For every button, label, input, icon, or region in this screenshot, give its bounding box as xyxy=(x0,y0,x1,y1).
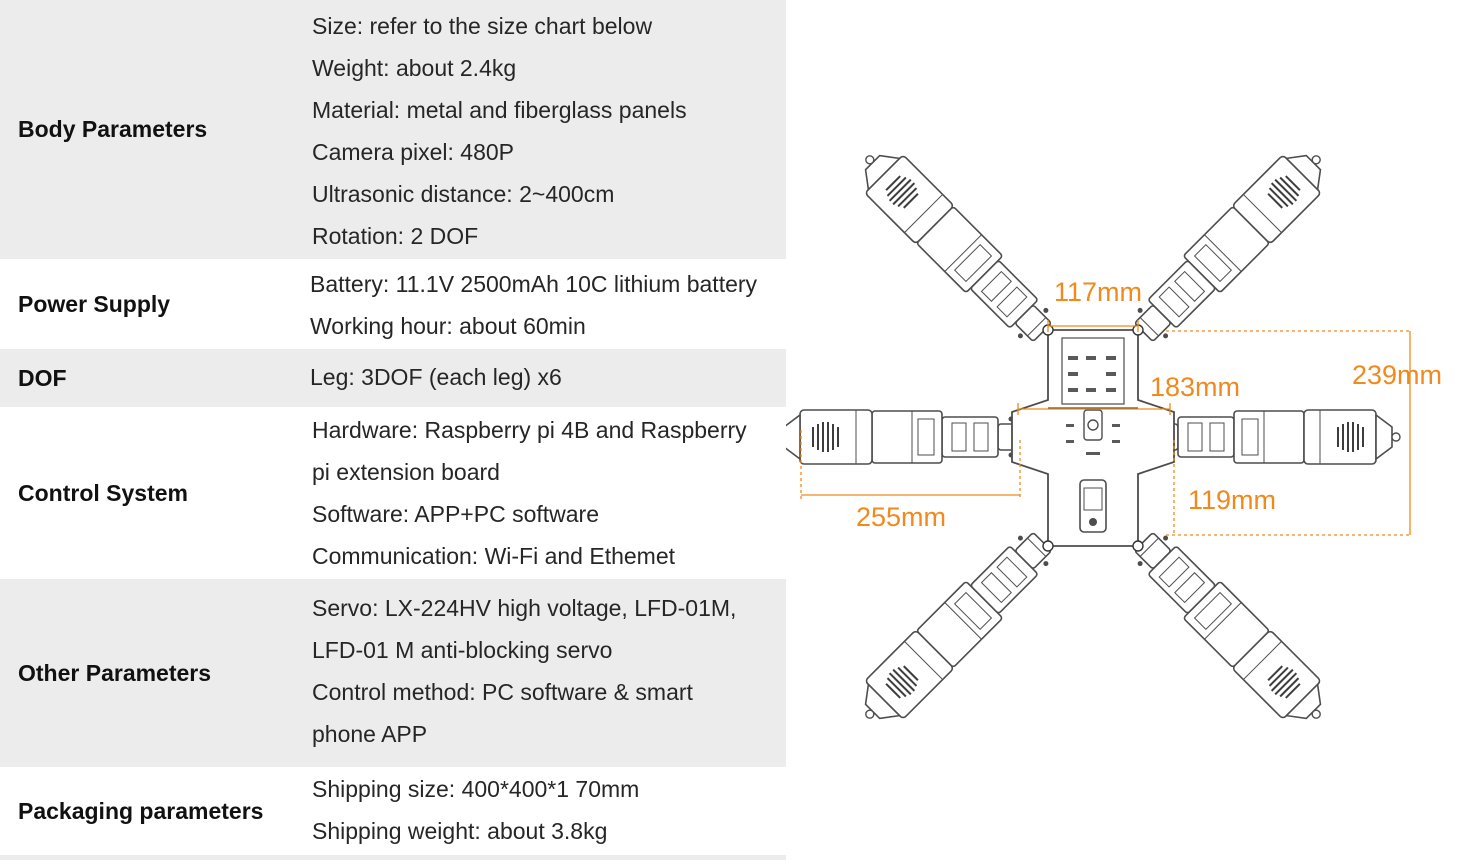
spec-value: Communication: Wi-Fi and Ethemet xyxy=(312,543,676,569)
spec-label: Other Parameters xyxy=(18,659,212,686)
hexapod-top-view: 117mm 183mm 239mm 255mm 119mm xyxy=(786,136,1442,738)
spec-label: Packaging parameters xyxy=(18,797,264,824)
spec-row-control-system: Control System Hardware: Raspberry pi 4B… xyxy=(0,407,786,579)
table-bottom-divider xyxy=(0,855,786,860)
robot-dimension-drawing: 117mm 183mm 239mm 255mm 119mm xyxy=(786,0,1464,860)
dimension-255mm: 255mm xyxy=(856,502,946,532)
spec-row-dof: DOF Leg: 3DOF (each leg) x6 xyxy=(0,349,786,407)
spec-row-power-supply: Power Supply Battery: 11.1V 2500mAh 10C … xyxy=(0,259,786,349)
dimension-lines xyxy=(800,320,1412,536)
spec-value: Leg: 3DOF (each leg) x6 xyxy=(310,364,562,390)
dimension-labels: 117mm 183mm 239mm 255mm 119mm xyxy=(856,277,1442,532)
spec-value: Material: metal and fiberglass panels xyxy=(312,97,687,123)
spec-row-packaging-parameters: Packaging parameters Shipping size: 400*… xyxy=(0,767,786,855)
spec-row-body-parameters: Body Parameters Size: refer to the size … xyxy=(0,0,786,259)
leg-right-middle xyxy=(1151,409,1401,465)
spec-value: Shipping weight: about 3.8kg xyxy=(312,818,608,844)
spec-value: Camera pixel: 480P xyxy=(312,139,514,165)
dimension-183mm: 183mm xyxy=(1150,372,1240,402)
spec-value: Software: APP+PC software xyxy=(312,501,599,527)
spec-value: Ultrasonic distance: 2~400cm xyxy=(312,181,615,207)
leg-bottom-right xyxy=(1123,521,1340,738)
spec-value: phone APP xyxy=(312,721,428,747)
spec-value: Control method: PC software & smart xyxy=(312,679,693,705)
spec-value: Size: refer to the size chart below xyxy=(312,13,653,39)
spec-value: Working hour: about 60min xyxy=(310,313,586,339)
leg-bottom-left xyxy=(846,521,1063,738)
dimension-119mm: 119mm xyxy=(1188,485,1276,515)
spec-value: Battery: 11.1V 2500mAh 10C lithium batte… xyxy=(310,271,758,297)
spec-label: Body Parameters xyxy=(18,116,208,142)
dimension-117mm: 117mm xyxy=(1054,277,1142,307)
spec-label: Power Supply xyxy=(18,290,171,317)
spec-value: Rotation: 2 DOF xyxy=(312,223,479,249)
spec-label: Control System xyxy=(18,479,188,506)
leg-top-left xyxy=(846,136,1063,353)
spec-label: DOF xyxy=(18,364,67,391)
dimension-239mm: 239mm xyxy=(1352,360,1442,390)
robot-body xyxy=(1011,324,1175,552)
spec-value: Servo: LX-224HV high voltage, LFD-01M, xyxy=(312,595,737,621)
spec-row-other-parameters: Other Parameters Servo: LX-224HV high vo… xyxy=(0,579,786,767)
spec-value: Weight: about 2.4kg xyxy=(312,55,517,81)
leg-left-middle xyxy=(786,409,1025,465)
spec-value: pi extension board xyxy=(312,459,500,485)
spec-value: LFD-01 M anti-blocking servo xyxy=(312,637,613,663)
leg-top-right xyxy=(1123,136,1340,353)
spec-value: Hardware: Raspberry pi 4B and Raspberry xyxy=(312,417,747,443)
spec-value: Shipping size: 400*400*1 70mm xyxy=(312,776,640,802)
